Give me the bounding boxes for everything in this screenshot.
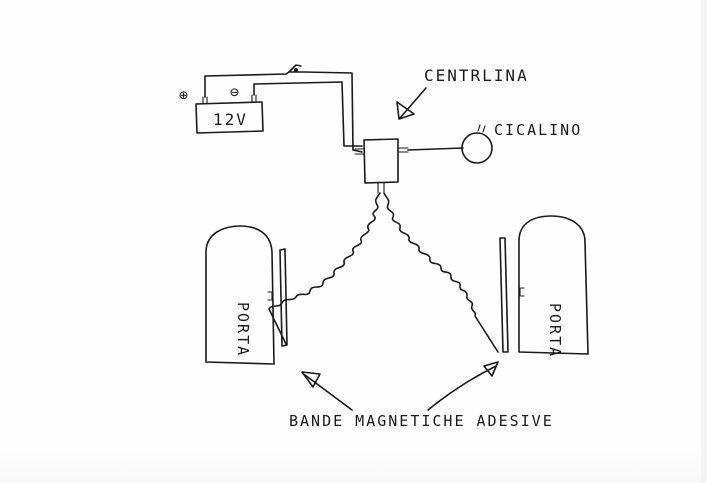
left-door: PORTA [205,225,288,365]
switch-pivot [294,68,298,72]
left-door-hinge [267,291,273,301]
right-sensor-cable [383,192,499,353]
control-unit-box [363,138,399,184]
control-unit-arrow-head [396,101,415,120]
control-unit-input-pins [354,148,365,155]
control-unit-label: CENTRLINA [424,66,529,85]
right-door-outline [518,215,589,355]
right-door-label: PORTA [546,303,564,358]
right-door-hinge [519,287,525,297]
buzzer-wire [407,147,464,151]
wire-switch [288,64,302,73]
battery: 12V ⊕ ⊖ [179,83,264,134]
magnetic-strips-caption: BANDE MAGNETICHE ADESIVE [289,412,554,430]
negative-wire [253,81,363,147]
left-magnetic-strip [279,248,288,347]
right-caption-arrow-shaft [427,365,497,411]
negative-terminal-symbol: ⊖ [230,83,241,101]
battery-voltage-label: 12V [213,110,248,129]
left-sensor-cable [268,192,381,345]
battery-negative-terminal [251,94,257,103]
control-unit-output-pins [397,147,409,153]
control-unit: CENTRLINA [354,66,529,194]
buzzer-body [461,132,493,164]
caption-arrows [301,361,499,411]
power-wires [204,64,363,153]
right-caption-arrow-head [483,361,499,377]
paper-edge [701,0,707,483]
sensor-cables [268,192,499,353]
right-door: PORTA [499,215,589,358]
left-door-outline [205,225,275,365]
left-caption-arrow-head [301,371,321,388]
control-unit-sensor-pins [377,182,385,194]
buzzer-label: CICALINO [494,121,582,139]
left-door-label: PORTA [234,302,252,357]
buzzer: CICALINO [407,121,582,164]
positive-wire [204,71,363,153]
left-caption-arrow-shaft [304,374,353,411]
positive-terminal-symbol: ⊕ [179,86,190,104]
control-unit-arrow-shaft [399,87,427,119]
battery-positive-terminal [202,96,208,105]
battery-body [195,101,264,134]
paper-bottom-shade [0,443,707,483]
right-magnetic-strip [499,237,509,353]
buzzer-terminals [477,124,486,133]
